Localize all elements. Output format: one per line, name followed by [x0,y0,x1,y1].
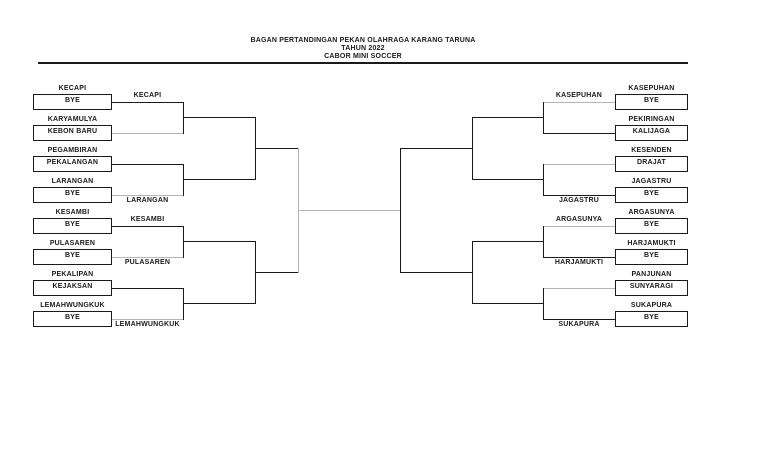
match-box [33,156,112,172]
page-subtitle-year: TAHUN 2022 [341,45,385,52]
match-box [33,94,112,110]
round2-junction [543,163,544,196]
team-label: BYE [65,252,80,260]
match-winner-line [543,256,615,258]
match-box [615,125,688,141]
team-label: PEKIRINGAN [628,116,675,123]
header-divider [38,62,688,64]
team-label: KEBON BARU [47,128,98,136]
winner-label: LARANGAN [126,196,169,204]
team-label: BYE [65,97,80,105]
match-winner-line [112,194,183,196]
match-winner-line [112,101,183,103]
page-title: BAGAN PERTANDINGAN PEKAN OLAHRAGA KARANG… [250,37,476,44]
match-winner-line [112,256,183,258]
team-label: ARGASUNYA [628,209,675,216]
match-box [615,280,688,296]
match-winner-line [112,132,183,134]
team-label: PANJUNAN [631,271,672,278]
winner-label: LEMAHWUNGKUK [115,320,180,328]
team-label: PEKALANGAN [46,159,99,167]
match-box [615,218,688,234]
team-label: BYE [644,252,659,260]
team-label: BYE [644,190,659,198]
team-label: KASEPUHAN [628,85,675,92]
winner-label: KESAMBI [130,216,165,224]
round2-junction [543,225,544,258]
match-winner-line [112,225,183,227]
match-box [615,94,688,110]
match-box [33,125,112,141]
final-connector-line [298,210,400,212]
team-label: KARYAMULYA [47,116,98,123]
team-label: BYE [644,97,659,105]
match-box [33,249,112,265]
team-label: BYE [65,221,80,229]
winner-label: SUKAPURA [558,320,600,328]
team-label: BYE [65,190,80,198]
page-subtitle-category: CABOR MINI SOCCER [324,53,402,60]
round3-winner-line [255,148,298,150]
match-box [33,311,112,327]
team-label: SUNYARAGI [629,283,674,291]
team-label: SUKAPURA [630,302,673,309]
round2-winner-line [183,241,255,243]
match-winner-line [543,132,615,134]
round2-winner-line [472,117,543,119]
round2-winner-line [472,241,543,243]
team-label: KESAMBI [55,209,90,216]
match-winner-line [543,101,615,103]
team-label: KEJAKSAN [52,283,93,291]
winner-label: HARJAMUKTI [554,258,604,266]
team-label: PEKALIPAN [51,271,94,278]
match-winner-line [543,225,615,227]
winner-label: KECAPI [133,92,162,100]
team-label: LARANGAN [51,178,94,185]
round3-junction [472,117,473,181]
team-label: KALIJAGA [632,128,671,136]
match-winner-line [543,163,615,165]
round2-winner-line [183,179,255,181]
match-box [33,218,112,234]
team-label: BYE [644,314,659,322]
semifinal-junction [400,148,401,274]
team-label: KESENDEN [631,147,672,154]
page-header: BAGAN PERTANDINGAN PEKAN OLAHRAGA KARANG… [38,37,688,61]
team-label: DRAJAT [636,159,667,167]
match-winner-line [112,163,183,165]
team-label: PEGAMBIRAN [47,147,98,154]
winner-label: KASEPUHAN [555,92,603,100]
winner-label: ARGASUNYA [555,216,603,224]
round2-winner-line [183,303,255,305]
team-label: PULASAREN [49,240,96,247]
team-label: LEMAHWUNGKUK [40,302,105,309]
round3-junction [472,241,473,305]
round2-junction [543,287,544,320]
team-label: KECAPI [58,85,87,92]
round3-winner-line [255,272,298,274]
match-winner-line [543,318,615,320]
team-label: JAGASTRU [631,178,672,185]
team-label: HARJAMUKTI [627,240,676,247]
match-box [615,156,688,172]
match-winner-line [543,287,615,289]
match-winner-line [112,318,183,320]
winner-label: PULASAREN [124,258,171,266]
winner-label: JAGASTRU [558,196,600,204]
match-box [33,280,112,296]
round2-junction [543,101,544,134]
round2-winner-line [472,303,543,305]
match-box [615,249,688,265]
match-box [615,311,688,327]
team-label: BYE [644,221,659,229]
round2-winner-line [472,179,543,181]
match-winner-line [112,287,183,289]
match-box [615,187,688,203]
match-winner-line [543,194,615,196]
round3-winner-line [400,148,472,150]
match-box [33,187,112,203]
round3-winner-line [400,272,472,274]
team-label: BYE [65,314,80,322]
round2-winner-line [183,117,255,119]
